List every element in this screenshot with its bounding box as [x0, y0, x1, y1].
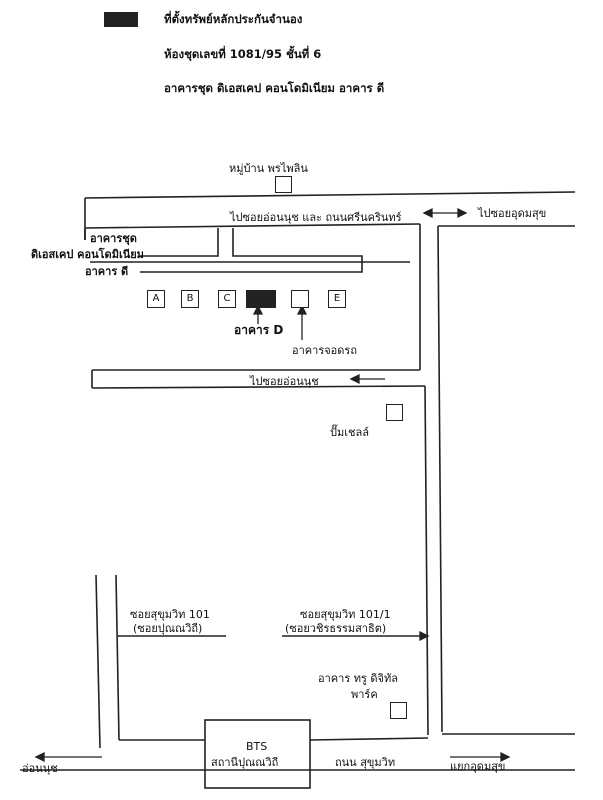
udomsuk-arrow-head: [500, 751, 511, 763]
building-d-marker: [246, 290, 276, 308]
true-digital-label-2: พาร์ค: [351, 688, 378, 701]
soi1011-arrow-head: [419, 630, 430, 642]
arrow-to-building-d-head: [252, 304, 264, 315]
condo-label-2: ดิเอสเคป คอนโดมิเนียม: [31, 248, 144, 261]
udomsuk-junction-label: แยกอุดมสุข: [450, 760, 506, 773]
gas-station-marker: [386, 404, 403, 421]
condo-block-right: [140, 228, 363, 273]
legend-marker: [104, 12, 138, 27]
legend-building: อาคารชุด ดิเอสเคป คอนโดมิเนียม อาคาร ดี: [164, 81, 385, 95]
true-digital-label-1: อาคาร ทรู ดิจิทัล: [318, 672, 398, 685]
inner-soi-right: [437, 225, 443, 733]
to-udomsuk-label: ไปซอยอุดมสุข: [478, 207, 547, 220]
sukhumvit-upper-mid: [309, 737, 429, 741]
building-e: E: [328, 290, 346, 308]
bts-box: [204, 719, 311, 789]
village-marker: [275, 176, 292, 193]
soi1011-label-2: (ซอยวชิรธรรมสาธิต): [285, 622, 387, 635]
top-road-upper-edge: [84, 191, 576, 199]
double-arrow-right-head: [457, 207, 468, 219]
legend-unit: ห้องชุดเลขที่ 1081/95 ชั้นที่ 6: [164, 47, 322, 61]
building-c: C: [218, 290, 236, 308]
mid-road-lower: [91, 385, 426, 389]
bts-label-1: BTS: [246, 740, 268, 753]
condo-label-1: อาคารชุด: [90, 232, 137, 245]
village-label: หมู่บ้าน พรไพลิน: [229, 162, 308, 175]
onnut-label: อ่อนนุช: [22, 762, 58, 775]
sukhumvit-label: ถนน สุขุมวิท: [335, 756, 396, 769]
mid-road-arrow-head: [349, 373, 360, 385]
soi101-label-1: ซอยสุขุมวิท 101: [130, 608, 210, 621]
onnut-arrow-head: [34, 751, 45, 763]
condo-block-left: [140, 228, 219, 257]
soi101-label-2: (ซอยปุณณวิถี): [133, 622, 203, 635]
top-road-lower-edge-left: [84, 223, 421, 229]
double-arrow-left-head: [422, 207, 433, 219]
condo-label-3: อาคาร ดี: [85, 265, 129, 278]
block-right-edge: [424, 385, 429, 736]
mid-road-label: ไปซอยอ่อนนุช: [250, 375, 319, 388]
gas-station-label: ปั๊มเชลล์: [330, 426, 369, 439]
parking-label: อาคารจอดรถ: [292, 344, 357, 357]
soi101-right: [115, 574, 120, 741]
bts-label-2: สถานีปุณณวิถี: [211, 756, 279, 769]
soi1011-label-1: ซอยสุขุมวิท 101/1: [300, 608, 391, 621]
building-a: A: [147, 290, 165, 308]
arrow-to-parking-head: [296, 304, 308, 315]
parking-building: [291, 290, 309, 308]
true-digital-marker: [390, 702, 407, 719]
top-road-label: ไปซอยอ่อนนุช และ ถนนศรีนครินทร์: [230, 211, 402, 224]
building-b: B: [181, 290, 199, 308]
legend-title: ที่ตั้งทรัพย์หลักประกันจำนอง: [164, 12, 303, 26]
building-d-label: อาคาร D: [234, 323, 284, 337]
soi101-left: [95, 574, 101, 749]
